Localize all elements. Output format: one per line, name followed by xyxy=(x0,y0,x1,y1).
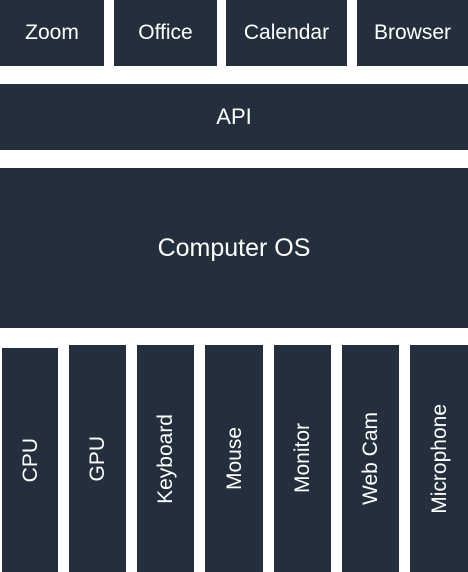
os-layer: Computer OS xyxy=(0,168,468,328)
hardware-label: GPU xyxy=(86,435,109,482)
app-label: Browser xyxy=(373,21,452,44)
app-label: Zoom xyxy=(25,21,79,44)
hardware-block-keyboard: Keyboard xyxy=(137,345,194,572)
hardware-label: Keyboard xyxy=(154,413,177,504)
hardware-block-cpu: CPU xyxy=(2,348,58,572)
os-label: Computer OS xyxy=(157,233,311,262)
hardware-block-web-cam: Web Cam xyxy=(342,345,399,572)
app-block-zoom: Zoom xyxy=(0,0,104,66)
hardware-label: Microphone xyxy=(427,403,451,514)
hardware-label: CPU xyxy=(18,437,42,483)
hardware-block-gpu: GPU xyxy=(69,345,126,572)
app-label: Calendar xyxy=(243,21,330,44)
app-label: Office xyxy=(138,21,193,44)
app-block-office: Office xyxy=(114,0,217,66)
app-block-calendar: Calendar xyxy=(226,0,347,66)
hardware-block-microphone: Microphone xyxy=(410,345,468,572)
hardware-block-mouse: Mouse xyxy=(205,345,263,572)
hardware-label: Web Cam xyxy=(359,412,382,505)
api-label: API xyxy=(216,104,252,129)
hardware-label: Monitor xyxy=(291,423,314,494)
hardware-block-monitor: Monitor xyxy=(274,345,331,572)
api-layer: API xyxy=(0,84,468,150)
app-block-browser: Browser xyxy=(357,0,468,66)
hardware-label: Mouse xyxy=(222,426,246,491)
